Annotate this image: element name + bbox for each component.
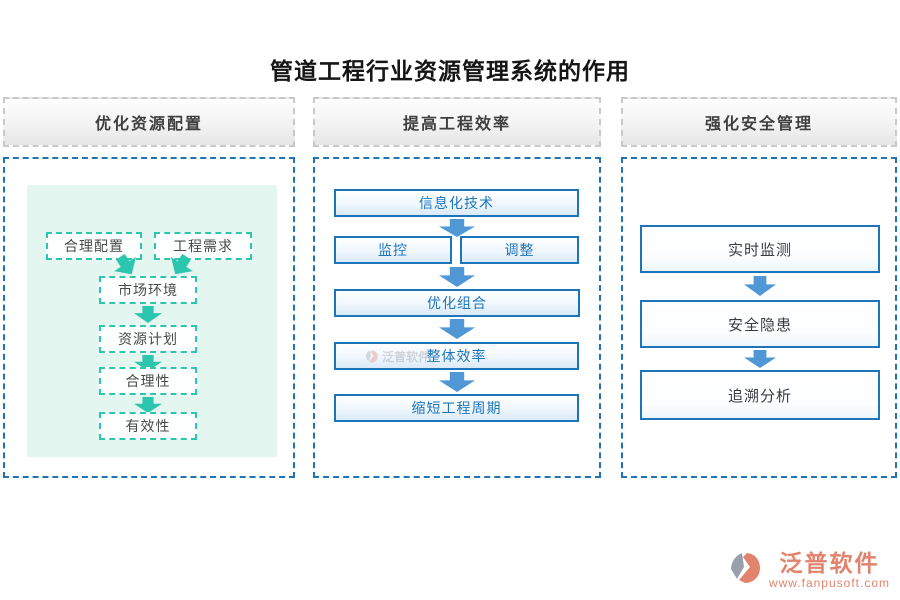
fanpu-logo-icon [730,553,760,583]
node-overall-efficiency: 泛普软件 整体效率 [334,342,579,370]
node-label: 整体效率 [426,348,487,364]
panel-safety-management: 实时监测 安全隐患 追溯分析 [621,157,897,478]
arrow-down-icon [439,319,475,339]
node-safety-hazards: 安全隐患 [640,300,880,348]
watermark-text: 泛普软件 [382,350,431,364]
node-adjustment: 调整 [460,236,579,264]
arrow-down-icon [744,350,776,368]
arrow-down-icon [439,267,475,287]
column-header-engineering-efficiency: 提高工程效率 [313,97,601,147]
brand-url: www.fanpusoft.com [768,576,890,590]
node-effectiveness: 有效性 [99,412,197,440]
fanpu-logo-icon [365,350,378,363]
node-market-environment: 市场环境 [99,276,197,304]
column-header-safety-management: 强化安全管理 [621,97,897,147]
node-resource-planning: 资源计划 [99,325,197,353]
arrow-down-icon [439,219,475,237]
node-engineering-demand: 工程需求 [154,232,252,260]
panel-resource-allocation: 合理配置 工程需求 市场环境 资源计划 合理性 有效性 [3,157,295,478]
node-shorten-project-cycle: 缩短工程周期 [334,394,579,422]
mint-background-area [27,185,277,457]
node-optimized-combination: 优化组合 [334,289,580,317]
watermark-logo: 泛普软件 [364,348,430,365]
node-realtime-monitoring: 实时监测 [640,225,880,273]
brand-text: 泛普软件 www.fanpusoft.com [769,550,890,590]
brand-name: 泛普软件 [779,550,880,576]
node-information-technology: 信息化技术 [334,189,579,217]
brand-watermark: 泛普软件 www.fanpusoft.com [727,550,890,590]
arrow-down-icon [744,276,776,296]
panel-engineering-efficiency: 信息化技术 监控 调整 优化组合 泛普软件 整体效率 缩短工程周期 [313,157,601,478]
node-monitoring: 监控 [334,236,452,264]
node-rational-allocation: 合理配置 [46,232,142,260]
arrow-down-icon [439,372,475,392]
node-rationality: 合理性 [99,367,197,395]
column-header-resource-allocation: 优化资源配置 [3,97,295,147]
node-traceability-analysis: 追溯分析 [640,370,880,420]
page-title: 管道工程行业资源管理系统的作用 [270,59,630,84]
